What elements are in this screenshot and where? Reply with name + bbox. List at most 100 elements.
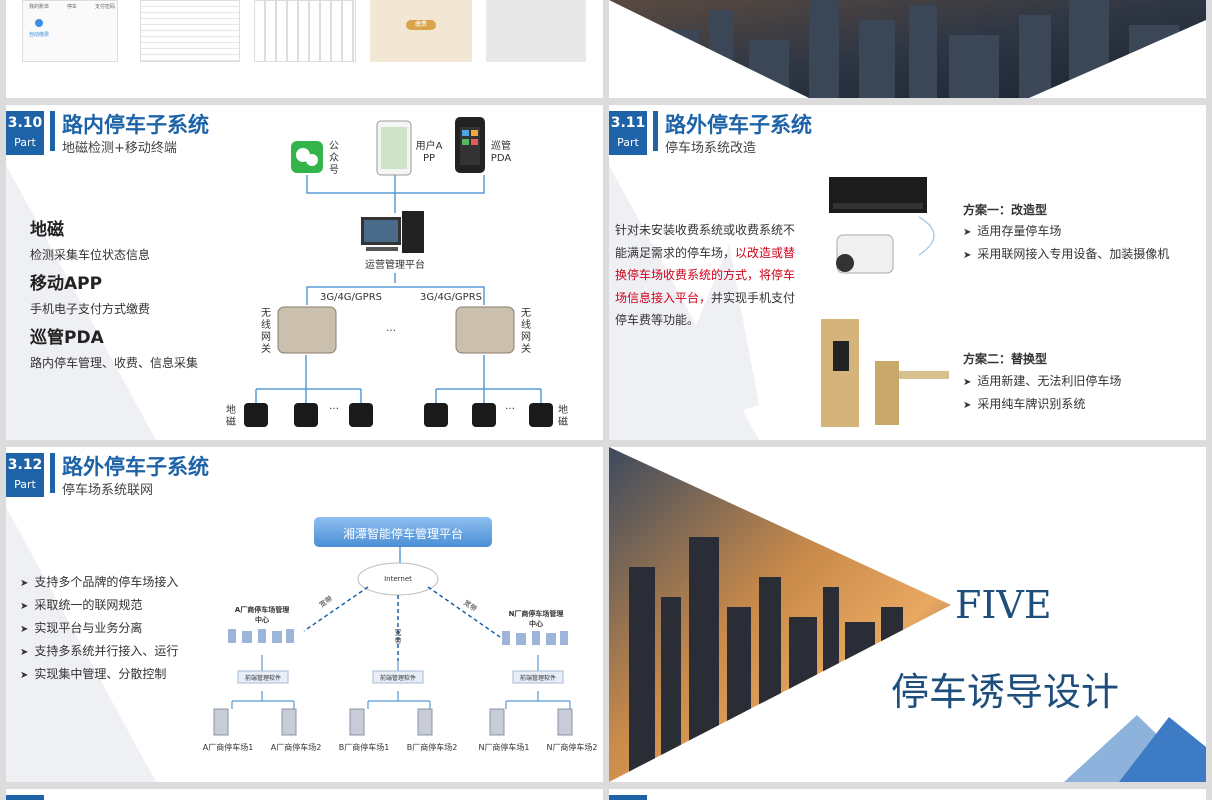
slide-section-five: FIVE 停车诱导设计 bbox=[609, 447, 1206, 782]
sensor-icon bbox=[349, 403, 373, 427]
gate-icon bbox=[281, 708, 297, 736]
lot-label: N厂商停车场1 bbox=[478, 743, 530, 752]
slide-3-11: 3.11 Part 路外停车子系统 停车场系统改造 针对未安装收费系统或收费系统… bbox=[609, 105, 1206, 440]
plan1-title: 方案一：改造型 bbox=[963, 203, 1048, 217]
slide-title: 路内停车子系统 bbox=[62, 113, 209, 137]
mock-keyboard bbox=[254, 0, 356, 62]
sensor-icon bbox=[472, 403, 496, 427]
bullet-text: 实现平台与业务分离 bbox=[34, 621, 143, 635]
lot-label: A厂商停车场2 bbox=[270, 743, 322, 752]
bullet-text: 实现集中管理、分散控制 bbox=[34, 667, 167, 681]
city-image-top bbox=[609, 0, 1206, 98]
slide-3-10: 3.10 Part 路内停车子系统 地磁检测+移动终端 地磁 检测采集车位状态信… bbox=[6, 105, 603, 440]
slide-bottom-left bbox=[6, 789, 603, 800]
center-n-label: N厂商停车场管理中心 bbox=[508, 610, 564, 628]
lot-label: B厂商停车场2 bbox=[406, 743, 458, 752]
device-images bbox=[821, 177, 949, 427]
gate-icon bbox=[349, 708, 365, 736]
platform-label: 运营管理平台 bbox=[365, 260, 425, 271]
software-label: 前端管理软件 bbox=[244, 675, 281, 682]
bullet-text: 支持多个品牌的停车场接入 bbox=[34, 575, 179, 589]
ellipsis: … bbox=[505, 401, 515, 412]
gate-icon bbox=[417, 708, 433, 736]
body-part-1: 针对未安装收费系统或收费系统不能满足需求的停车场， bbox=[615, 223, 796, 260]
part-number: 3.10 bbox=[7, 115, 43, 131]
gate-icon bbox=[557, 708, 573, 736]
gateway-icon-left bbox=[277, 306, 337, 354]
bullet-text: 采取统一的联网规范 bbox=[34, 598, 143, 612]
lot-label: N厂商停车场2 bbox=[546, 743, 598, 752]
part-number: 3.11 bbox=[610, 115, 646, 131]
sensor-icon bbox=[529, 403, 553, 427]
plan2-item: ➤适用新建、无法利旧停车场 bbox=[963, 374, 1122, 388]
sensor-label-left: 地磁 bbox=[226, 405, 236, 428]
background-decor bbox=[609, 165, 759, 440]
slide-top-right bbox=[609, 0, 1206, 98]
sensor-label-right: 地磁 bbox=[558, 405, 568, 428]
bullet-item: ➤采取统一的联网规范 bbox=[20, 598, 143, 612]
ellipsis: … bbox=[386, 323, 396, 334]
plan1-item-text: 适用存量停车场 bbox=[977, 224, 1062, 238]
slide-subtitle: 停车场系统联网 bbox=[62, 483, 154, 498]
plan1-item: ➤采用联网接入专用设备、加装摄像机 bbox=[963, 247, 1170, 261]
part-label: Part bbox=[14, 478, 36, 491]
internet-label: Internet bbox=[384, 575, 412, 583]
broadband-label: 宽带 bbox=[394, 629, 402, 645]
plan2-item-text: 适用新建、无法利旧停车场 bbox=[977, 374, 1122, 388]
slide-title: 路外停车子系统 bbox=[665, 113, 812, 137]
network-diagram bbox=[244, 117, 553, 427]
plan2-item-text: 采用纯车牌识别系统 bbox=[977, 397, 1086, 411]
mini-label: 自动缴费 bbox=[29, 32, 50, 38]
mini-label: 我的账单 bbox=[29, 4, 50, 10]
lot-label: A厂商停车场1 bbox=[202, 743, 254, 752]
body-text: 针对未安装收费系统或收费系统不能满足需求的停车场，以改造或替换停车场收费系统的方… bbox=[615, 219, 801, 332]
title-bar bbox=[653, 111, 658, 151]
platform-label: 湘潭智能停车管理平台 bbox=[342, 527, 463, 541]
part-badge: 3.12 Part bbox=[6, 453, 44, 497]
network-diagram bbox=[213, 517, 573, 736]
network-label-right: 3G/4G/GPRS bbox=[419, 292, 483, 303]
part-badge: 3.10 Part bbox=[6, 111, 44, 155]
feature-desc-app: 手机电子支付方式缴费 bbox=[30, 302, 151, 316]
title-bar bbox=[50, 453, 55, 493]
gate-icon bbox=[213, 708, 229, 736]
section-number: FIVE bbox=[955, 583, 1052, 627]
gate-column-icon bbox=[821, 319, 859, 427]
part-label: Part bbox=[14, 136, 36, 149]
part-label: Part bbox=[617, 136, 639, 149]
triangle-decor bbox=[1119, 717, 1206, 782]
plan1-item: ➤适用存量停车场 bbox=[963, 224, 1062, 238]
plan2-title: 方案二：替换型 bbox=[963, 352, 1048, 366]
ellipsis: … bbox=[329, 401, 339, 412]
barrier-gate-icon bbox=[875, 361, 899, 425]
part-badge: 3.11 Part bbox=[609, 111, 647, 155]
mock-screen-1: 我的账单 停车 支付密码 自动缴费 bbox=[22, 0, 118, 62]
slide-subtitle: 停车场系统改造 bbox=[665, 141, 757, 156]
bullet-text: 支持多系统并行接入、运行 bbox=[34, 644, 179, 658]
feature-name-app: 移动APP bbox=[30, 274, 103, 294]
software-label: 前端管理软件 bbox=[379, 675, 416, 682]
part-badge bbox=[609, 795, 647, 800]
bullet-item: ➤实现平台与业务分离 bbox=[20, 621, 143, 635]
app-label: 用户APP bbox=[415, 141, 443, 164]
bullet-item: ➤支持多个品牌的停车场接入 bbox=[20, 575, 179, 589]
platform-box bbox=[314, 517, 492, 547]
software-box bbox=[512, 670, 564, 684]
slide-3-12: 3.12 Part 路外停车子系统 停车场系统联网 ➤支持多个品牌的停车场接入 … bbox=[6, 447, 603, 782]
body-part-2: 并实现手机支付停车费等功能。 bbox=[615, 290, 796, 328]
network-label-left: 3G/4G/GPRS bbox=[319, 292, 383, 303]
part-badge bbox=[6, 795, 44, 800]
body-part-red: 以改造或替换停车场收费系统的方式，将停车场信息接入平台， bbox=[615, 245, 796, 305]
feature-name-sensor: 地磁 bbox=[30, 220, 64, 240]
pay-button: 缴费 bbox=[406, 20, 436, 30]
mini-label: 支付密码 bbox=[95, 4, 116, 10]
mini-label: 停车 bbox=[67, 4, 78, 10]
app-icon bbox=[35, 19, 43, 27]
mock-screen-2 bbox=[140, 0, 240, 62]
wechat-label: 公众号 bbox=[329, 141, 339, 176]
pda-label: 巡管PDA bbox=[490, 141, 512, 164]
lot-label: B厂商停车场1 bbox=[338, 743, 390, 752]
title-bar bbox=[50, 111, 55, 151]
section-title: 停车诱导设计 bbox=[891, 670, 1120, 714]
background-decor bbox=[6, 507, 156, 782]
